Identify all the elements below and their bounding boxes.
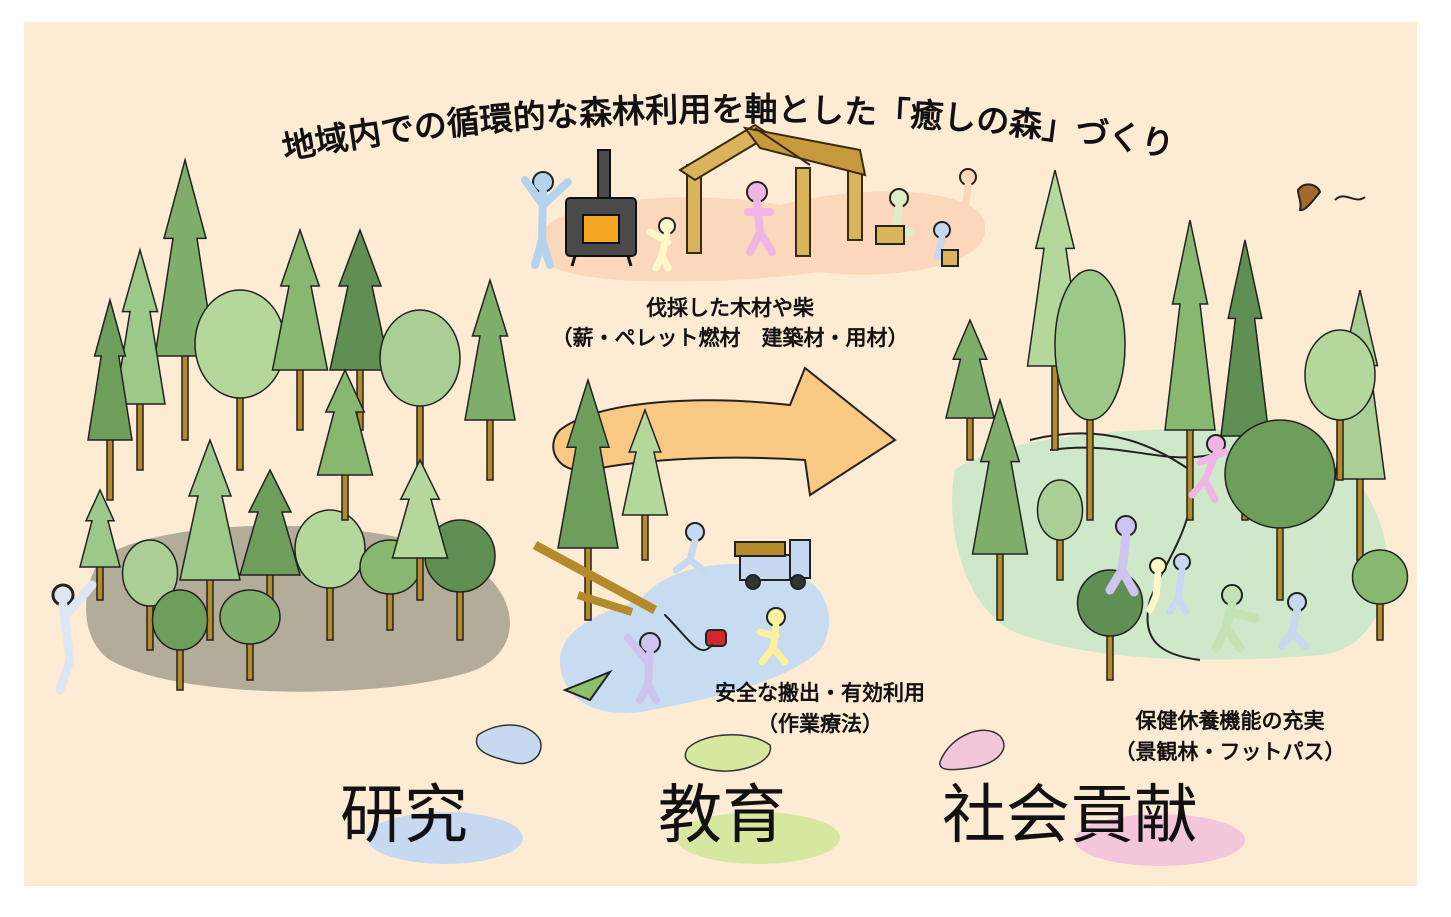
blob-research bbox=[367, 812, 523, 864]
health-label-line1: 保健休養機能の充実 bbox=[1135, 709, 1325, 733]
broadleaf-tree bbox=[1304, 329, 1376, 421]
timber-label-line2: （薪・ペレット燃材 建築材・用材） bbox=[551, 326, 909, 350]
conifer-tree bbox=[557, 377, 619, 549]
safe-label-line2: （作業療法） bbox=[757, 712, 883, 736]
broadleaf-tree bbox=[1224, 419, 1336, 529]
broadleaf-tree bbox=[121, 539, 179, 607]
broadleaf-tree bbox=[1036, 479, 1084, 541]
broadleaf-tree bbox=[219, 589, 281, 645]
blob-research-small bbox=[475, 724, 542, 765]
felled-logs bbox=[532, 541, 658, 616]
conifer-tree bbox=[271, 227, 329, 371]
person-left-edge bbox=[51, 580, 97, 695]
health-label-line2: （景観林・フットパス） bbox=[1114, 740, 1346, 764]
blob-education bbox=[676, 812, 840, 864]
footpath bbox=[1029, 432, 1201, 661]
truck bbox=[734, 539, 811, 590]
conifer-tree bbox=[79, 488, 121, 568]
conifer-tree bbox=[114, 247, 166, 405]
camp-scene bbox=[521, 123, 986, 282]
conifer-tree bbox=[945, 318, 995, 419]
camp-people bbox=[521, 168, 977, 272]
safe-label-line1: 安全な搬出・有効利用 bbox=[715, 681, 925, 705]
conifer-tree bbox=[329, 227, 391, 371]
broadleaf-tree bbox=[1351, 549, 1409, 605]
water-area bbox=[560, 564, 830, 713]
conifer-tree bbox=[154, 157, 216, 357]
blob-contribution bbox=[1075, 814, 1245, 866]
conifer-tree bbox=[621, 407, 669, 516]
broadleaf-tree bbox=[379, 309, 461, 407]
conifer-tree bbox=[464, 277, 516, 421]
keyword-blobs bbox=[367, 724, 1245, 866]
conifer-tree bbox=[971, 397, 1029, 555]
log-cabin bbox=[678, 123, 867, 257]
work-scene bbox=[532, 366, 897, 713]
walkers bbox=[1105, 434, 1309, 653]
keyword-contribution: 社会貢献 bbox=[942, 779, 1198, 853]
conifer-tree bbox=[239, 468, 301, 576]
blob-contribution-small bbox=[939, 729, 1005, 771]
broadleaf-tree bbox=[1076, 569, 1144, 637]
broadleaf-tree bbox=[1054, 269, 1126, 421]
conifer-tree bbox=[1164, 219, 1216, 431]
flow-arrow bbox=[552, 366, 897, 497]
broadleaf-tree bbox=[151, 589, 209, 651]
keyword-education: 教育 bbox=[658, 779, 786, 853]
bird-icon bbox=[1296, 183, 1366, 212]
conifer-tree bbox=[87, 297, 133, 441]
wood-stove bbox=[565, 149, 637, 267]
right-forest bbox=[945, 169, 1409, 681]
broadleaf-tree bbox=[294, 509, 366, 589]
left-forest bbox=[51, 157, 516, 695]
conifer-tree bbox=[316, 368, 374, 476]
timber-label-line1: 伐採した木材や柴 bbox=[646, 296, 814, 320]
conifer-tree bbox=[179, 437, 241, 581]
broadleaf-tree bbox=[194, 289, 286, 399]
keyword-research: 研究 bbox=[340, 779, 468, 853]
blob-education-small bbox=[684, 734, 772, 772]
workers bbox=[562, 522, 789, 704]
conifer-tree bbox=[391, 458, 449, 559]
